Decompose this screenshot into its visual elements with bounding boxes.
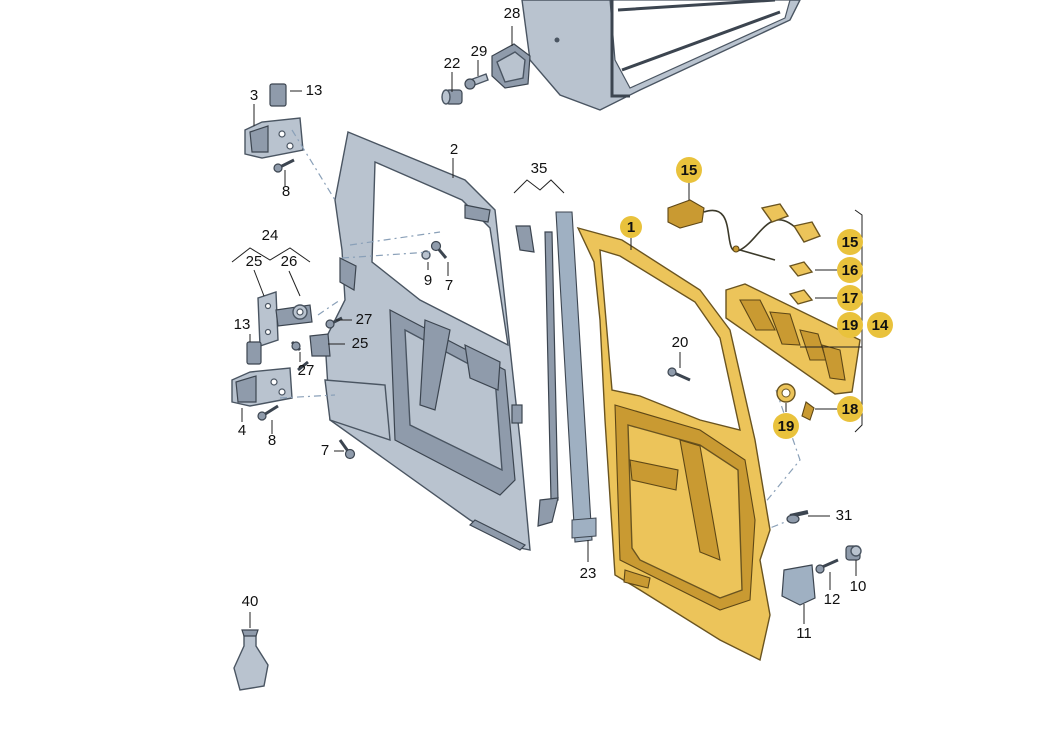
door-shell-grey (324, 131, 531, 551)
callout-18: 18 (842, 401, 859, 418)
callout-31: 31 (836, 507, 853, 524)
callout-25-upper: 25 (246, 253, 263, 270)
callout-27-upper: 27 (356, 311, 373, 328)
callout-29: 29 (471, 43, 488, 60)
callout-20: 20 (672, 334, 689, 351)
callout-1: 1 (627, 219, 635, 236)
callout-labels: 28 22 29 3 13 8 2 35 15 1 24 25 26 9 7 1… (234, 5, 889, 642)
callout-15-top: 15 (681, 162, 698, 179)
door-seal-strip (555, 211, 597, 543)
door-panel-yellow (576, 226, 771, 662)
highlight-badges (620, 157, 893, 439)
callout-40: 40 (242, 593, 259, 610)
grommet-part (776, 383, 796, 403)
bushing-10-part (845, 545, 862, 561)
callout-28: 28 (504, 5, 521, 22)
callout-8-upper: 8 (282, 183, 290, 200)
middle-hinge-part (246, 291, 331, 365)
callout-8-lower: 8 (268, 432, 276, 449)
callout-13-upper: 13 (306, 82, 323, 99)
callout-25-lower: 25 (352, 335, 369, 352)
bushing-part (441, 89, 463, 105)
callout-2: 2 (450, 141, 458, 158)
callout-19-lower: 19 (778, 418, 795, 435)
callout-4: 4 (238, 422, 246, 439)
leader-lines (241, 26, 857, 628)
callout-12: 12 (824, 591, 841, 608)
callout-10: 10 (850, 578, 867, 595)
callout-15-right: 15 (842, 234, 859, 251)
callout-7-upper: 7 (445, 277, 453, 294)
callout-9: 9 (424, 272, 432, 289)
roller-guide-part (491, 43, 531, 89)
window-seal-strips (515, 225, 559, 527)
callout-11: 11 (796, 625, 812, 642)
callout-22: 22 (444, 55, 461, 72)
upper-hinge-part (244, 83, 304, 173)
vehicle-body-corner (521, 0, 801, 111)
clip-parts (788, 261, 814, 305)
bolt-31-part (786, 510, 809, 524)
bolt-part (464, 73, 489, 90)
callout-7-lower: 7 (321, 442, 329, 459)
callout-3: 3 (250, 87, 258, 104)
callout-13-middle: 13 (234, 316, 251, 333)
callout-27-lower: 27 (298, 362, 315, 379)
callout-14: 14 (872, 317, 889, 334)
callout-24: 24 (262, 227, 279, 244)
callout-17: 17 (842, 290, 859, 307)
screw-20-part (667, 367, 691, 382)
screw-18-part (801, 401, 815, 421)
callout-35: 35 (531, 160, 548, 177)
striker-plate-part (781, 564, 816, 606)
callout-19-right: 19 (842, 317, 859, 334)
wiring-harness-part (667, 199, 822, 261)
callout-16: 16 (842, 262, 859, 279)
bolt-12-part (815, 558, 839, 574)
callout-23: 23 (580, 565, 597, 582)
trim-bracket-part (725, 283, 861, 395)
callout-26: 26 (281, 253, 298, 270)
screws-misc (290, 240, 448, 460)
lower-hinge-part (231, 367, 293, 421)
grease-tube-part (233, 629, 269, 691)
